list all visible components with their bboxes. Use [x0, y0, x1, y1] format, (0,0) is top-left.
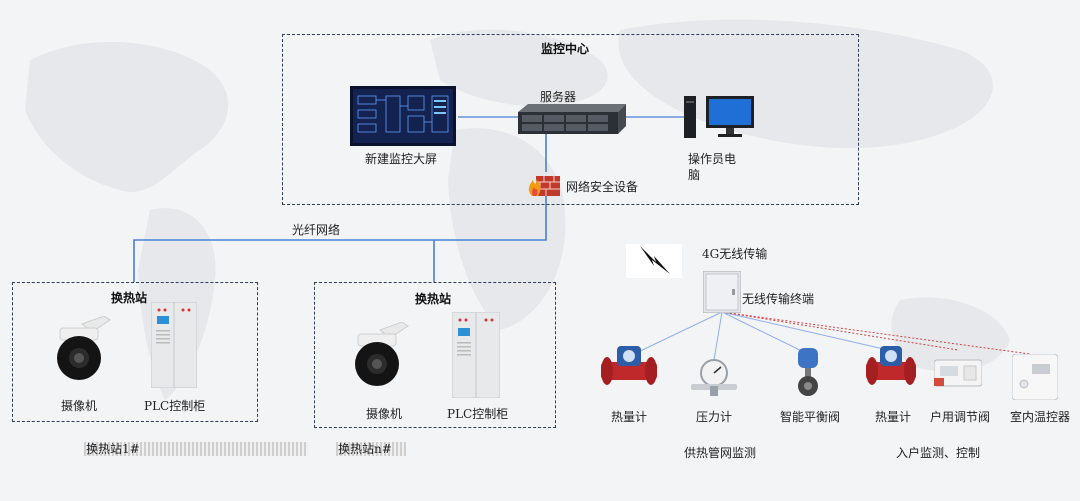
plc-label: PLC控制柜	[447, 407, 509, 421]
link-pressure	[713, 311, 723, 361]
heat-meter-icon	[866, 346, 916, 385]
link-heat-meter-1	[635, 311, 723, 354]
station-1-caption: 换热站1#	[84, 442, 308, 456]
household-valve-icon	[934, 359, 982, 387]
heat-meter-2-label: 热量计	[874, 410, 912, 424]
camera-icon	[57, 316, 111, 380]
wireless-4g-label: 4G无线传输	[702, 247, 768, 261]
lightning-icon	[626, 244, 682, 278]
plc-cabinet-icon	[151, 302, 197, 388]
server-icon	[518, 104, 626, 134]
household-valve-label: 户用调节阀	[929, 410, 991, 424]
firewall-label: 网络安全设备	[566, 180, 639, 194]
video-wall-icon	[350, 86, 456, 146]
household-caption: 入户监测、控制	[896, 446, 981, 460]
station-left-frame	[12, 282, 258, 422]
operator-pc-label-line1: 操作员电	[688, 152, 737, 166]
thermostat-icon	[1012, 354, 1058, 400]
fiber-network-label: 光纤网络	[292, 223, 341, 237]
monitor-center-frame	[282, 34, 859, 205]
pressure-gauge-label: 压力计	[695, 410, 733, 424]
camera-label: 摄像机	[366, 407, 403, 421]
wireless-terminal-icon	[703, 271, 741, 313]
wireless-terminal-label: 无线传输终端	[742, 292, 815, 306]
plc-label: PLC控制柜	[144, 399, 206, 413]
pipe-network-caption: 供热管网监测	[684, 446, 757, 460]
camera-label: 摄像机	[61, 399, 98, 413]
fiber-link-left	[133, 196, 547, 282]
heat-meter-icon	[601, 346, 657, 385]
thermostat-label: 室内温控器	[1009, 410, 1071, 424]
station-left-title: 换热站	[111, 291, 148, 305]
monitor-center-title: 监控中心	[541, 42, 590, 56]
link-heat-meter-2	[721, 311, 889, 351]
link-valve	[721, 311, 807, 354]
camera-icon	[355, 322, 409, 386]
plc-cabinet-icon	[452, 312, 500, 398]
balance-valve-label: 智能平衡阀	[779, 410, 841, 424]
server-label: 服务器	[540, 90, 577, 104]
heat-meter-1-label: 热量计	[610, 410, 648, 424]
video-wall-label: 新建监控大屏	[365, 152, 438, 166]
operator-pc-icon	[684, 96, 754, 138]
balance-valve-icon	[798, 348, 818, 396]
station-right-title: 换热站	[415, 292, 452, 306]
operator-pc-label-line2: 脑	[688, 168, 701, 182]
station-right-frame	[314, 282, 556, 428]
station-n-caption: 换热站n#	[336, 442, 406, 456]
firewall-icon	[528, 176, 560, 196]
pressure-gauge-icon	[691, 359, 737, 396]
link-household-valve	[721, 311, 959, 351]
